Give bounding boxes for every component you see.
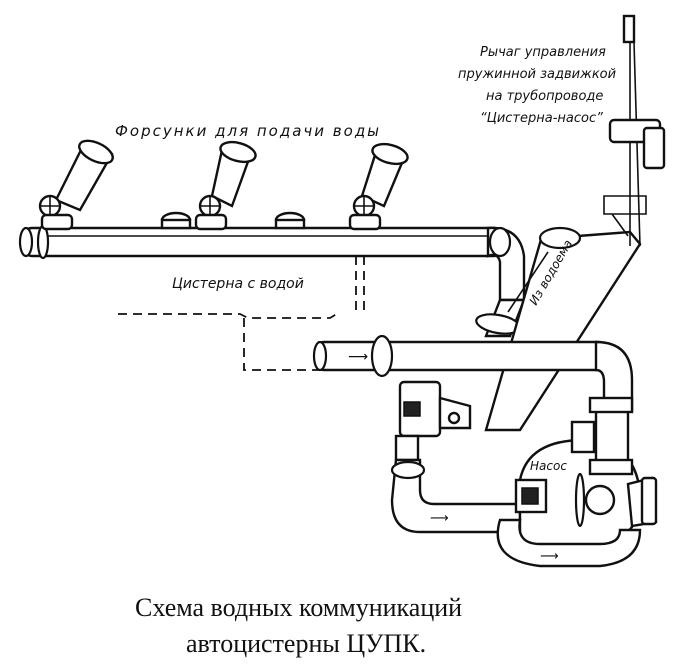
- pump-outlet-loop: [496, 518, 642, 568]
- lever-label: Рычаг управления пружинной задвижкой на …: [458, 45, 616, 126]
- nozzle-2: [194, 140, 257, 231]
- header-plug-1: [160, 211, 192, 230]
- nozzle-1: [38, 139, 114, 231]
- header-plug-2: [274, 211, 306, 230]
- tank-outlet-pipe: [312, 334, 634, 412]
- lever-label-line3: на трубопроводе: [486, 89, 603, 104]
- nozzle-3: [348, 142, 409, 231]
- flow-arrow-1: ⟶: [348, 349, 368, 365]
- lever-label-line2: пружинной задвижкой: [458, 67, 616, 82]
- pump-label: Насос: [530, 459, 567, 473]
- control-lever: [603, 14, 666, 247]
- caption-line2: автоцистерны ЦУПК.: [186, 629, 426, 658]
- lever-label-line1: Рычаг управления: [480, 45, 606, 60]
- nozzle-header-pipe: [18, 224, 504, 260]
- header-riser-pipe: [475, 226, 526, 338]
- flow-arrow-3: ⟶: [540, 549, 559, 564]
- right-riser-pipe: [570, 396, 634, 476]
- nozzles-label: Форсунки для подачи воды: [115, 122, 381, 140]
- tank-outline: [118, 256, 365, 371]
- caption-line1: Схема водных коммуникаций: [135, 593, 462, 622]
- lever-label-line4: “Цистерна-насос”: [480, 111, 603, 126]
- gate-valve: [394, 380, 472, 462]
- flow-arrow-2: ⟶: [430, 511, 449, 526]
- tank-label: Цистерна с водой: [172, 276, 304, 292]
